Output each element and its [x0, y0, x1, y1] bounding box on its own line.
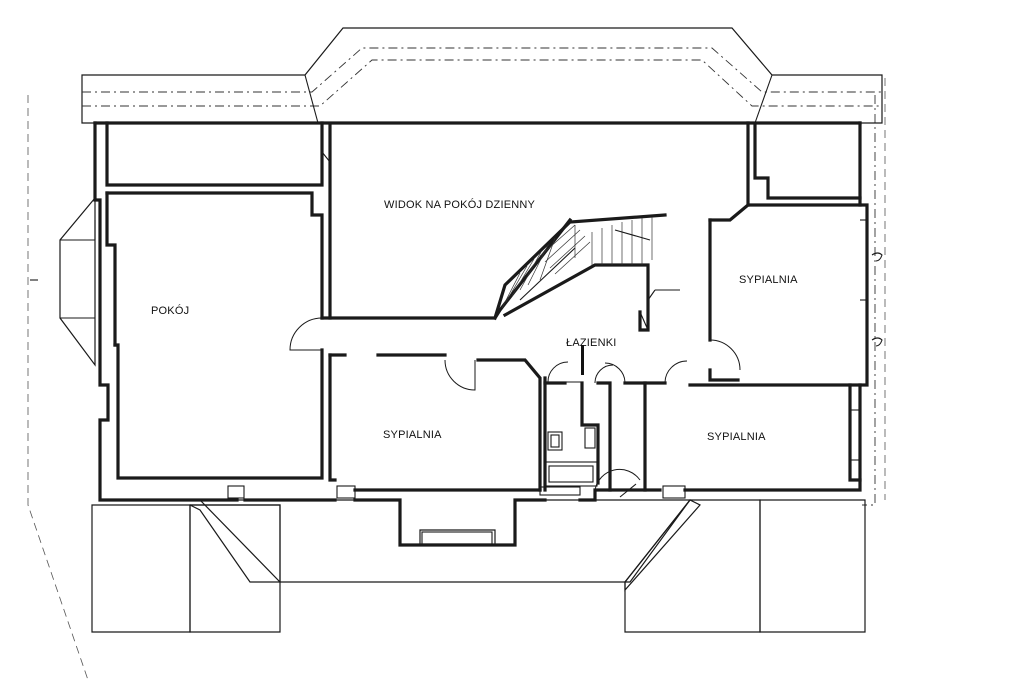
bathroom-fixtures — [539, 345, 598, 496]
label-living-view: WIDOK NA POKÓJ DZIENNY — [384, 198, 536, 211]
left-dormer-roof — [59, 196, 96, 367]
vents — [227, 151, 686, 545]
bottom-roof — [91, 499, 866, 633]
doors — [289, 317, 741, 491]
label-bedroom-right-top: SYPIALNIA — [739, 274, 798, 286]
windows — [30, 219, 883, 498]
interior-walls — [105, 121, 862, 492]
label-bedroom-center: SYPIALNIA — [383, 429, 442, 441]
label-bedroom-right-bottom: SYPIALNIA — [707, 431, 766, 443]
label-room-left: POKÓJ — [151, 304, 189, 317]
label-bathrooms: ŁAZIENKI — [566, 337, 617, 349]
staircase — [501, 217, 653, 309]
room-labels: WIDOK NA POKÓJ DZIENNY POKÓJ SYPIALNIA Ł… — [151, 198, 798, 443]
site-boundary — [27, 78, 886, 681]
top-roof — [81, 27, 883, 124]
